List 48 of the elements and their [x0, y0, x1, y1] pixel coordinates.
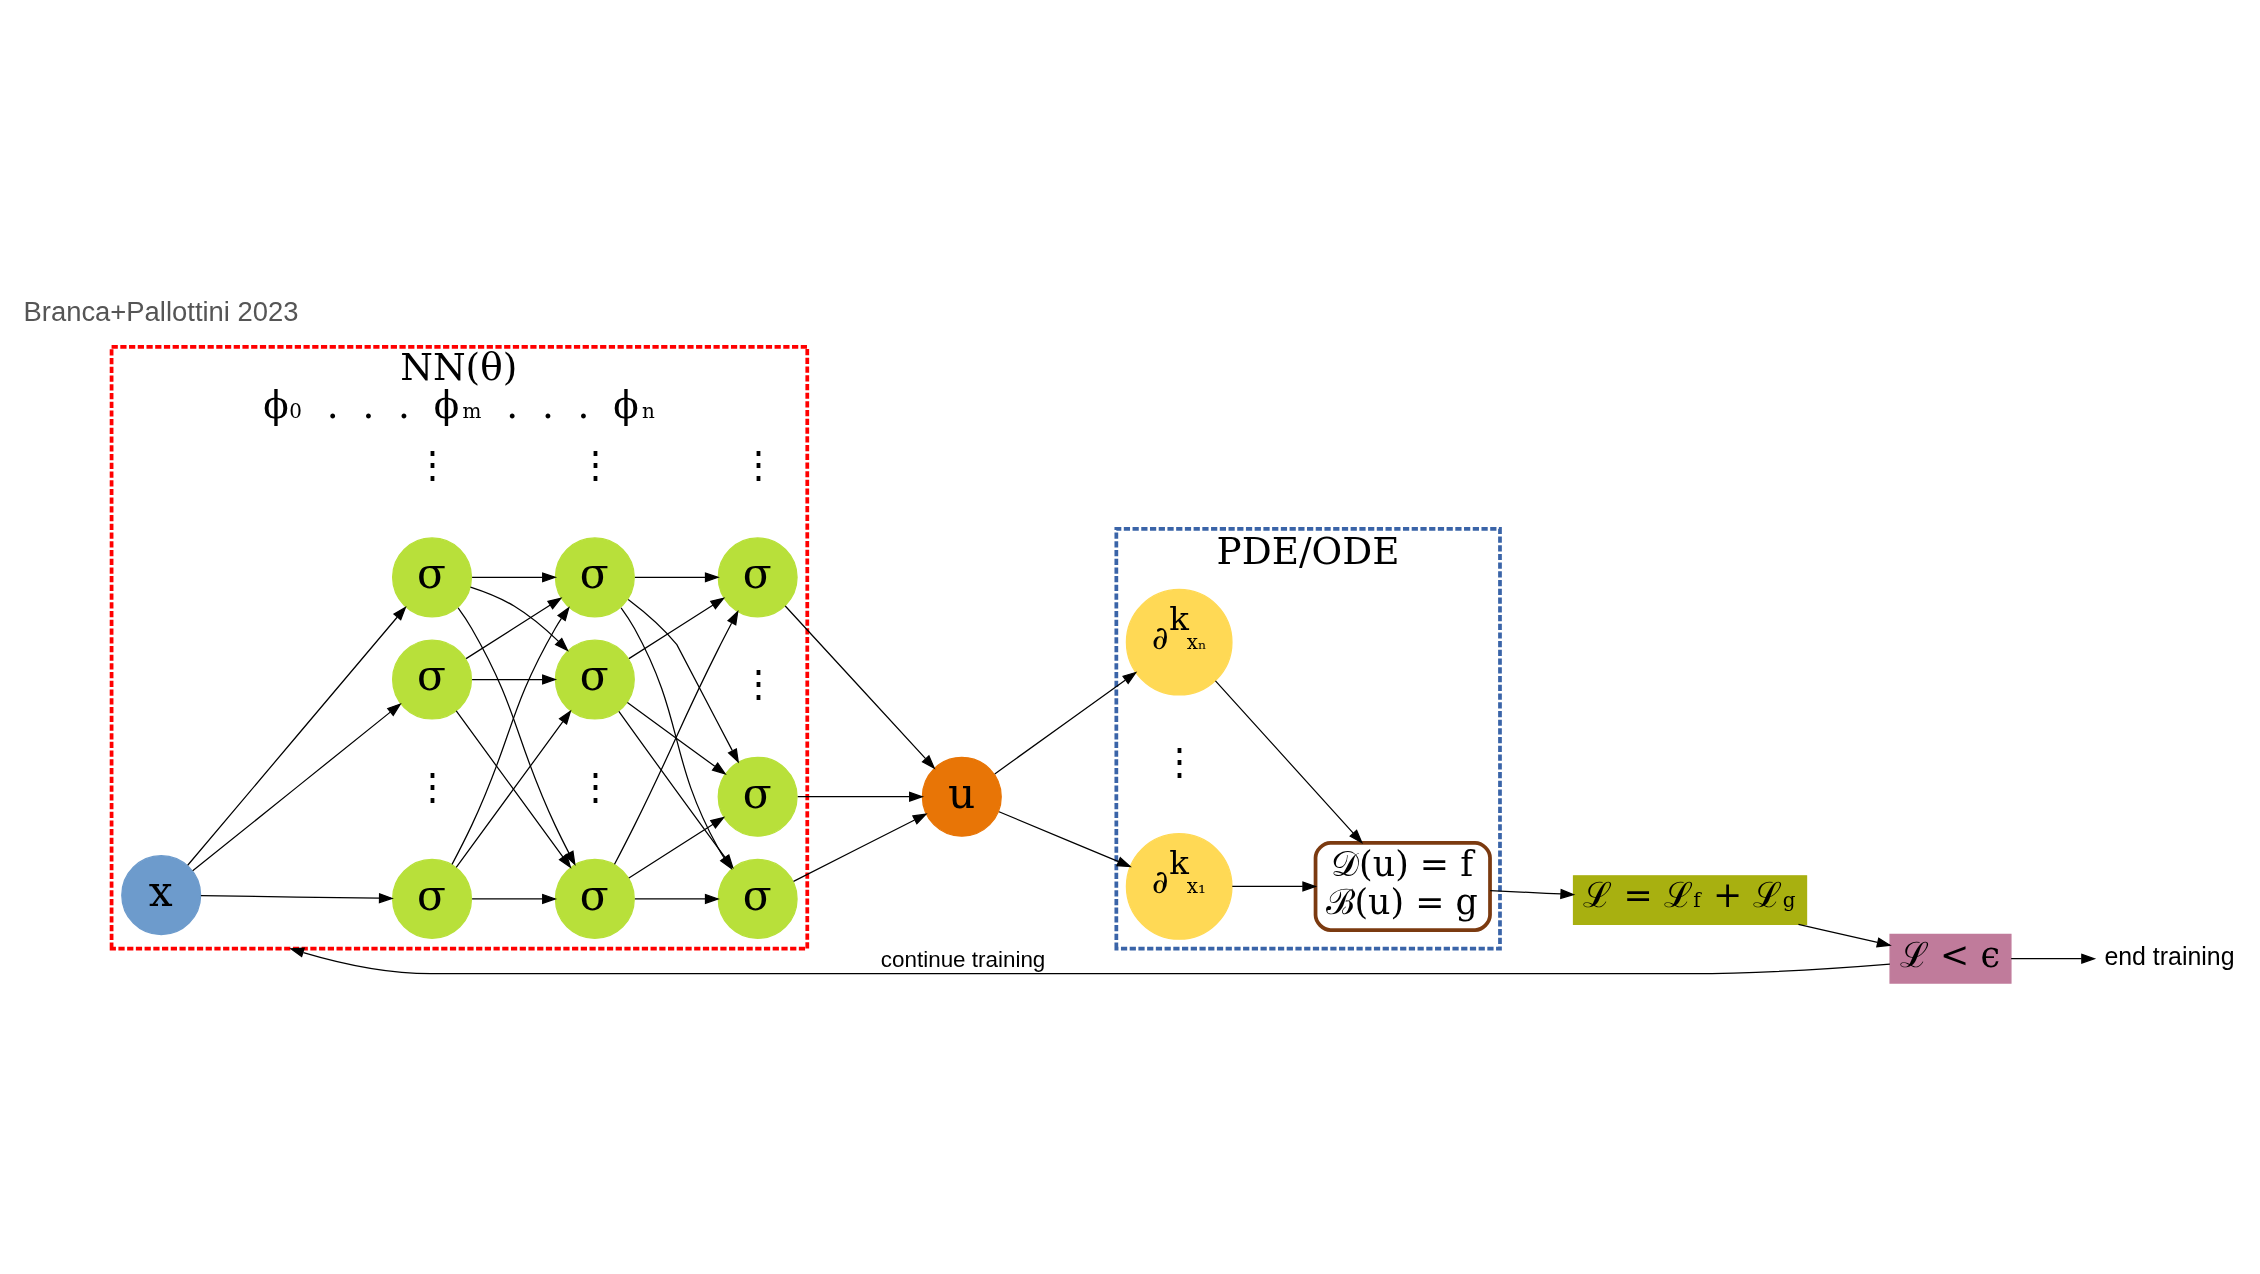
arrow — [1797, 923, 1892, 947]
arrow — [192, 702, 402, 871]
node-text: end training — [2104, 941, 2235, 970]
arrow — [187, 605, 407, 866]
arrow — [784, 604, 936, 769]
arrow — [797, 790, 925, 802]
arrow — [469, 585, 569, 652]
node-box: ℒ < ϵ — [1889, 933, 2012, 984]
label: ⋮ — [413, 441, 451, 486]
arrow — [2010, 952, 2097, 964]
node-circle: σ — [391, 858, 473, 939]
arrow — [200, 892, 394, 903]
arrow — [994, 670, 1138, 775]
label: ⋮ — [739, 441, 777, 486]
label: Branca+Pallottini 2023 — [23, 295, 299, 327]
node-circle: σ — [391, 639, 473, 720]
node-circle: σ — [717, 536, 798, 617]
label: ⋮ — [1161, 738, 1199, 783]
node-circle: σ — [554, 536, 635, 617]
arrow — [634, 571, 720, 583]
label: ⋮ — [413, 763, 451, 808]
node-circle: σ — [717, 858, 798, 939]
label: ⋮ — [576, 441, 614, 486]
edge-label: continue training — [880, 946, 1046, 972]
arrow — [634, 893, 720, 904]
node-circle: σ — [554, 858, 635, 939]
arrow — [471, 673, 558, 685]
arrow — [998, 810, 1132, 867]
arrow — [471, 893, 558, 904]
arrow — [628, 816, 726, 879]
node-box: ℒ = ℒf + ℒg — [1572, 874, 1808, 925]
arrow — [1214, 679, 1364, 844]
label: ⋮ — [739, 660, 777, 705]
arrow — [289, 947, 1891, 974]
node-circle: σ — [717, 756, 798, 837]
node-circle: σ — [391, 536, 473, 617]
arrow — [1489, 888, 1576, 899]
arrow — [627, 598, 740, 764]
node-box: 𝒟(u) = f ℬ(u) = g — [1313, 840, 1492, 932]
node-circle: σ — [554, 639, 635, 720]
arrow — [471, 571, 558, 583]
node-circle: x — [121, 854, 202, 935]
arrow — [1231, 880, 1318, 892]
arrow — [792, 812, 928, 882]
arrow — [628, 596, 726, 659]
label: ⋮ — [576, 763, 614, 808]
arrow — [465, 596, 563, 659]
arrow — [626, 701, 727, 775]
